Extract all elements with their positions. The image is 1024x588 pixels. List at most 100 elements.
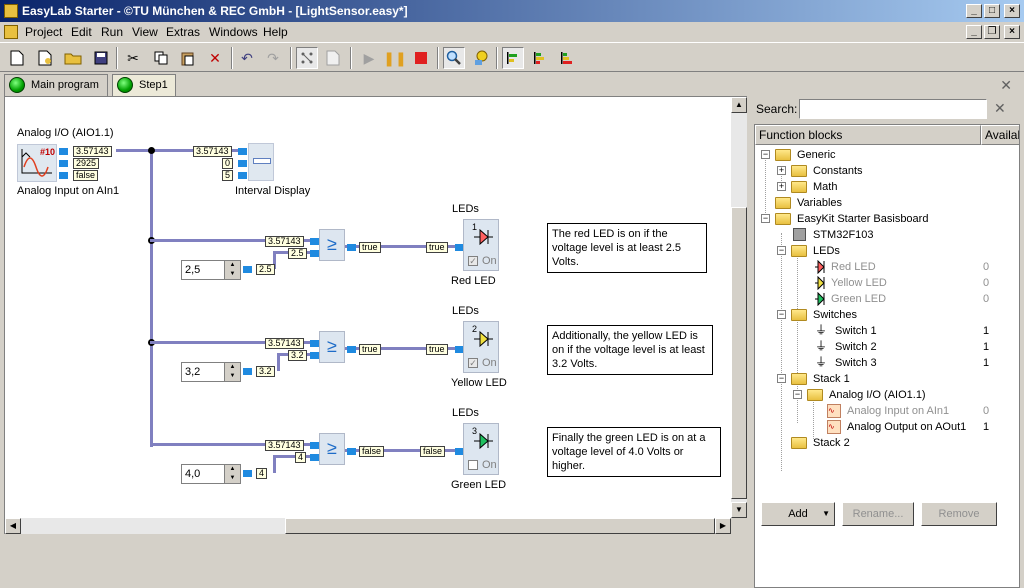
comment-note[interactable]: Finally the green LED is on at a voltage… — [547, 427, 721, 477]
analog-io-block[interactable]: #10 — [17, 144, 57, 182]
column-available[interactable]: Availab — [981, 125, 1019, 145]
tree-item-constants[interactable]: Constants — [813, 165, 863, 177]
menu-edit[interactable]: Edit — [71, 25, 92, 39]
threshold-spinbox[interactable]: 2,5▲▼ — [181, 260, 241, 280]
undo-icon[interactable]: ↶ — [241, 49, 253, 66]
align-center-icon[interactable] — [529, 47, 551, 69]
tab-step1[interactable]: Step1 — [112, 74, 176, 96]
cut-icon[interactable]: ✂ — [127, 49, 139, 66]
scroll-thumb[interactable] — [285, 518, 715, 534]
output-port[interactable] — [59, 172, 68, 179]
align-left-icon[interactable] — [502, 47, 524, 69]
tree-item-stm32[interactable]: STM32F103 — [813, 229, 874, 241]
input-port[interactable] — [238, 148, 247, 155]
threshold-spinbox[interactable]: 3,2▲▼ — [181, 362, 241, 382]
collapse-icon[interactable]: − — [761, 213, 770, 223]
menu-view[interactable]: View — [132, 25, 158, 39]
tree-item-generic[interactable]: Generic — [797, 149, 836, 161]
input-port[interactable] — [238, 160, 247, 167]
menu-extras[interactable]: Extras — [166, 25, 201, 39]
open-folder-icon[interactable] — [62, 47, 84, 69]
compare-block[interactable]: ≥ — [319, 433, 345, 465]
search-input[interactable] — [799, 99, 987, 119]
tree-item-analog-output[interactable]: Analog Output on AOut1 — [847, 421, 967, 433]
align-right-icon[interactable] — [556, 47, 578, 69]
scroll-up-icon[interactable]: ▲ — [731, 97, 747, 113]
minimize-button[interactable]: _ — [966, 4, 982, 18]
menu-help[interactable]: Help — [263, 25, 288, 39]
horizontal-scrollbar[interactable]: ◀ ▶ — [5, 518, 731, 534]
stop-icon[interactable] — [410, 47, 432, 69]
collapse-icon[interactable]: − — [777, 373, 786, 383]
grid-icon[interactable] — [296, 47, 318, 69]
expand-icon[interactable]: + — [777, 181, 786, 191]
scroll-thumb[interactable] — [731, 207, 747, 499]
input-port[interactable] — [455, 448, 464, 455]
menu-windows[interactable]: Windows — [209, 25, 258, 39]
tree-item-board[interactable]: EasyKit Starter Basisboard — [797, 213, 929, 225]
input-port[interactable] — [310, 454, 319, 461]
input-port[interactable] — [455, 244, 464, 251]
tree-item-green-led[interactable]: Green LED — [831, 293, 887, 305]
paste-icon[interactable] — [177, 47, 199, 69]
spin-buttons[interactable]: ▲▼ — [224, 363, 240, 381]
input-port[interactable] — [310, 352, 319, 359]
tree-item-red-led[interactable]: Red LED — [831, 261, 876, 273]
clear-search-icon[interactable]: ✕ — [994, 100, 1006, 116]
mdi-close-button[interactable]: × — [1004, 25, 1020, 39]
comment-note[interactable]: The red LED is on if the voltage level i… — [547, 223, 707, 273]
scroll-down-icon[interactable]: ▼ — [731, 502, 747, 518]
red-led-block[interactable]: 1 ✓ On — [463, 219, 499, 271]
compare-block[interactable]: ≥ — [319, 229, 345, 261]
menu-project[interactable]: Project — [25, 25, 63, 39]
compare-block[interactable]: ≥ — [319, 331, 345, 363]
export-icon[interactable] — [322, 47, 344, 69]
input-port[interactable] — [310, 250, 319, 257]
spin-buttons[interactable]: ▲▼ — [224, 261, 240, 279]
input-port[interactable] — [455, 346, 464, 353]
mdi-minimize-button[interactable]: _ — [966, 25, 982, 39]
input-port[interactable] — [310, 340, 319, 347]
tree-item-switch-3[interactable]: Switch 3 — [835, 357, 877, 369]
comment-note[interactable]: Additionally, the yellow LED is on if th… — [547, 325, 713, 375]
close-button[interactable]: × — [1004, 4, 1020, 18]
input-port[interactable] — [310, 238, 319, 245]
tree-item-switches[interactable]: Switches — [813, 309, 858, 321]
menu-run[interactable]: Run — [101, 25, 124, 39]
yellow-led-block[interactable]: 2 ✓ On — [463, 321, 499, 373]
tree-item-analog-io[interactable]: Analog I/O (AIO1.1) — [829, 389, 926, 401]
new-project-icon[interactable] — [34, 47, 56, 69]
output-port[interactable] — [59, 160, 68, 167]
tree-item-yellow-led[interactable]: Yellow LED — [831, 277, 887, 289]
tree-item-analog-input[interactable]: Analog Input on AIn1 — [847, 405, 950, 417]
tree-item-leds[interactable]: LEDs — [813, 245, 840, 257]
green-led-block[interactable]: 3 On — [463, 423, 499, 475]
output-port[interactable] — [59, 148, 68, 155]
on-checkbox[interactable]: ✓ — [468, 358, 478, 368]
scroll-left-icon[interactable]: ◀ — [5, 518, 21, 534]
copy-icon[interactable] — [150, 47, 172, 69]
tab-main-program[interactable]: Main program — [4, 74, 108, 96]
zoom-icon[interactable] — [443, 47, 465, 69]
rename-button[interactable]: Rename... — [842, 502, 914, 526]
play-icon[interactable]: ▶ — [363, 49, 375, 66]
tree-item-stack-1[interactable]: Stack 1 — [813, 373, 850, 385]
on-checkbox[interactable] — [468, 460, 478, 470]
output-port[interactable] — [243, 266, 252, 273]
tree-item-switch-2[interactable]: Switch 2 — [835, 341, 877, 353]
spin-buttons[interactable]: ▲▼ — [224, 465, 240, 483]
scroll-right-icon[interactable]: ▶ — [715, 518, 731, 534]
delete-icon[interactable]: ✕ — [209, 49, 221, 66]
output-port[interactable] — [347, 244, 356, 251]
output-port[interactable] — [243, 470, 252, 477]
pause-icon[interactable]: ❚❚ — [383, 49, 407, 66]
tree-item-variables[interactable]: Variables — [797, 197, 843, 209]
close-tab-icon[interactable]: ✕ — [1000, 77, 1012, 93]
tree-item-switch-1[interactable]: Switch 1 — [835, 325, 877, 337]
threshold-spinbox[interactable]: 4,0▲▼ — [181, 464, 241, 484]
new-icon[interactable] — [6, 47, 28, 69]
remove-button[interactable]: Remove — [921, 502, 997, 526]
add-button[interactable]: Add ▼ — [761, 502, 835, 526]
expand-icon[interactable]: + — [777, 165, 786, 175]
tree-item-math[interactable]: Math — [813, 181, 838, 193]
